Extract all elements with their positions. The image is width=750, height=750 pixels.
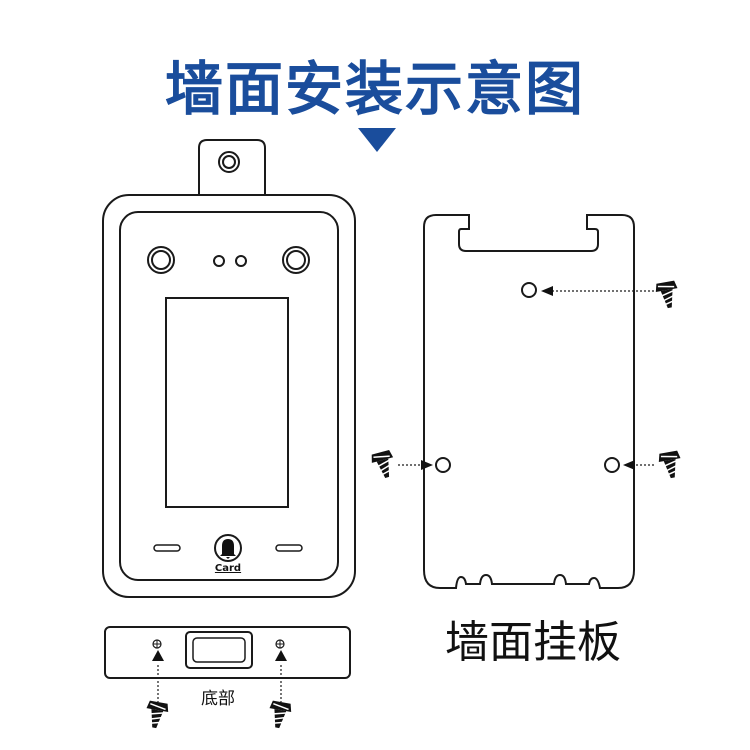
bell-icon xyxy=(220,539,236,559)
screw-icon xyxy=(265,699,294,731)
camera-left xyxy=(147,246,175,274)
indicator-right xyxy=(275,544,303,552)
device-outer-frame xyxy=(102,194,356,598)
mount-hole xyxy=(218,151,240,173)
camera-right xyxy=(282,246,310,274)
mount-tab xyxy=(198,139,266,195)
wall-plate xyxy=(398,214,656,589)
screw-icon xyxy=(656,449,685,481)
plate-hole-right xyxy=(604,457,620,473)
down-arrow-icon xyxy=(358,128,396,152)
usb-port xyxy=(185,631,253,669)
diagram-title: 墙面安装示意图 xyxy=(164,55,585,123)
screw-icon xyxy=(142,699,171,731)
indicator-left xyxy=(153,544,181,552)
sensor-dot xyxy=(213,255,225,267)
bottom-label: 底部 xyxy=(201,689,235,709)
doorbell-button xyxy=(214,534,242,562)
plate-hole-left xyxy=(435,457,451,473)
card-label: Card xyxy=(214,563,242,574)
device-inner-frame xyxy=(119,211,339,581)
plate-hole-top xyxy=(521,282,537,298)
wall-plate-label: 墙面挂板 xyxy=(445,617,621,668)
device-bottom xyxy=(104,626,351,702)
device-front xyxy=(102,139,356,598)
screw-icon xyxy=(653,279,682,311)
device-screen xyxy=(165,297,289,508)
screw-icon xyxy=(369,448,399,482)
